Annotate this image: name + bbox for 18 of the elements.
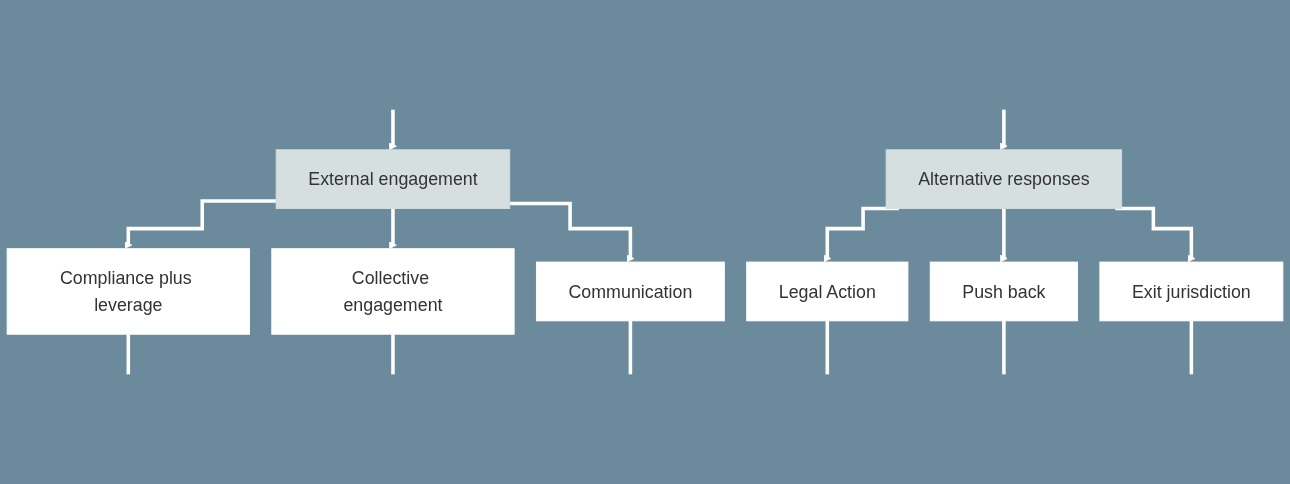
node-box: Push back <box>929 261 1079 322</box>
node-box: External engagement <box>275 149 511 210</box>
arrow <box>124 199 277 250</box>
connector <box>1002 319 1006 377</box>
connector <box>1189 319 1194 377</box>
arrow <box>823 206 899 263</box>
node-box: Exit jurisdiction <box>1099 261 1284 322</box>
node-box: Legal Action <box>746 261 909 322</box>
arrow <box>389 107 397 151</box>
node-box: Collective engagement <box>271 248 515 335</box>
arrow <box>1115 206 1196 263</box>
arrow <box>509 201 635 263</box>
node-box: Alternative responses <box>885 149 1123 210</box>
node-box: Compliance plus leverage <box>6 248 250 335</box>
node-box: Communication <box>535 261 725 322</box>
connector <box>628 319 633 377</box>
arrow <box>999 107 1008 151</box>
connector <box>825 319 830 377</box>
